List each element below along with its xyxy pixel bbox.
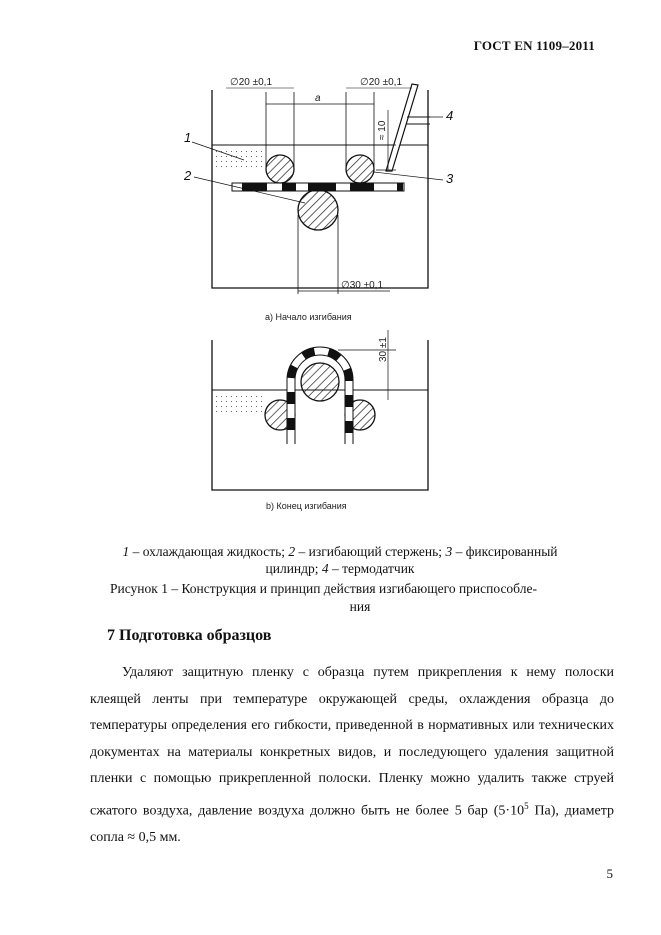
paragraph-superscript: 5 xyxy=(524,800,529,811)
dim-right-diameter: ∅20 ±0,1 xyxy=(360,77,402,88)
document-header: ГОСТ EN 1109–2011 xyxy=(473,38,595,53)
caption-a: а) Начало изгибания xyxy=(265,312,352,322)
paragraph-text-after: Па), диаметр сопла ≈ 0,5 мм. xyxy=(90,803,614,845)
callout-3: 3 xyxy=(446,171,454,186)
paragraph-text-before: Удаляют защитную пленку с образца путем … xyxy=(90,665,614,819)
legend-text-2: – изгибающий стержень; xyxy=(295,544,446,559)
dim-gap: a xyxy=(315,93,321,104)
legend-text-3: – фиксированный xyxy=(452,544,558,559)
fixed-cylinder-left xyxy=(265,154,295,184)
legend-text-1: – охлаждающая жидкость; xyxy=(129,544,289,559)
dim-height-a: ≈ 10 xyxy=(377,120,388,140)
figure-legend: 1 – охлаждающая жидкость; 2 – изгибающий… xyxy=(80,543,600,577)
thermo-sensor xyxy=(385,83,419,172)
callout-1: 1 xyxy=(184,130,191,145)
figure-bending-device: ∅20 ±0,1 ∅20 ±0,1 a ≈ 10 ∅30 ±0,1 1 2 3 … xyxy=(183,77,454,511)
figure-caption-line1: Рисунок 1 – Конструкция и принцип действ… xyxy=(110,581,537,596)
legend-num-4: 4 xyxy=(321,561,329,576)
legend-text-4: – термодатчик xyxy=(328,561,415,576)
fixed-cylinder-right xyxy=(345,154,375,184)
legend-num-2: 2 xyxy=(288,544,296,559)
callout-4: 4 xyxy=(446,108,453,123)
figure-caption-line2: ния xyxy=(349,599,371,614)
figure-caption: Рисунок 1 – Конструкция и принцип действ… xyxy=(100,580,620,616)
dim-height-b: 30 ±1 xyxy=(378,337,389,362)
page-number: 5 xyxy=(606,866,614,881)
dim-bottom-diameter: ∅30 ±0,1 xyxy=(341,280,383,291)
diagram-b: 30 ±1 b) Конец изгибания xyxy=(211,330,429,511)
diagram-a: ∅20 ±0,1 ∅20 ±0,1 a ≈ 10 ∅30 ±0,1 1 2 3 … xyxy=(183,77,454,322)
callout-2: 2 xyxy=(183,168,192,183)
section-paragraph: Удаляют защитную пленку с образца путем … xyxy=(90,660,614,851)
legend-num-3: 3 xyxy=(445,544,453,559)
legend-num-1: 1 xyxy=(122,544,130,559)
bending-rod xyxy=(297,189,339,231)
legend-text-3b: цилиндр; xyxy=(265,561,322,576)
section-title: 7 Подготовка образцов xyxy=(107,627,272,644)
dim-left-diameter: ∅20 ±0,1 xyxy=(230,77,272,88)
caption-b: b) Конец изгибания xyxy=(266,501,347,511)
